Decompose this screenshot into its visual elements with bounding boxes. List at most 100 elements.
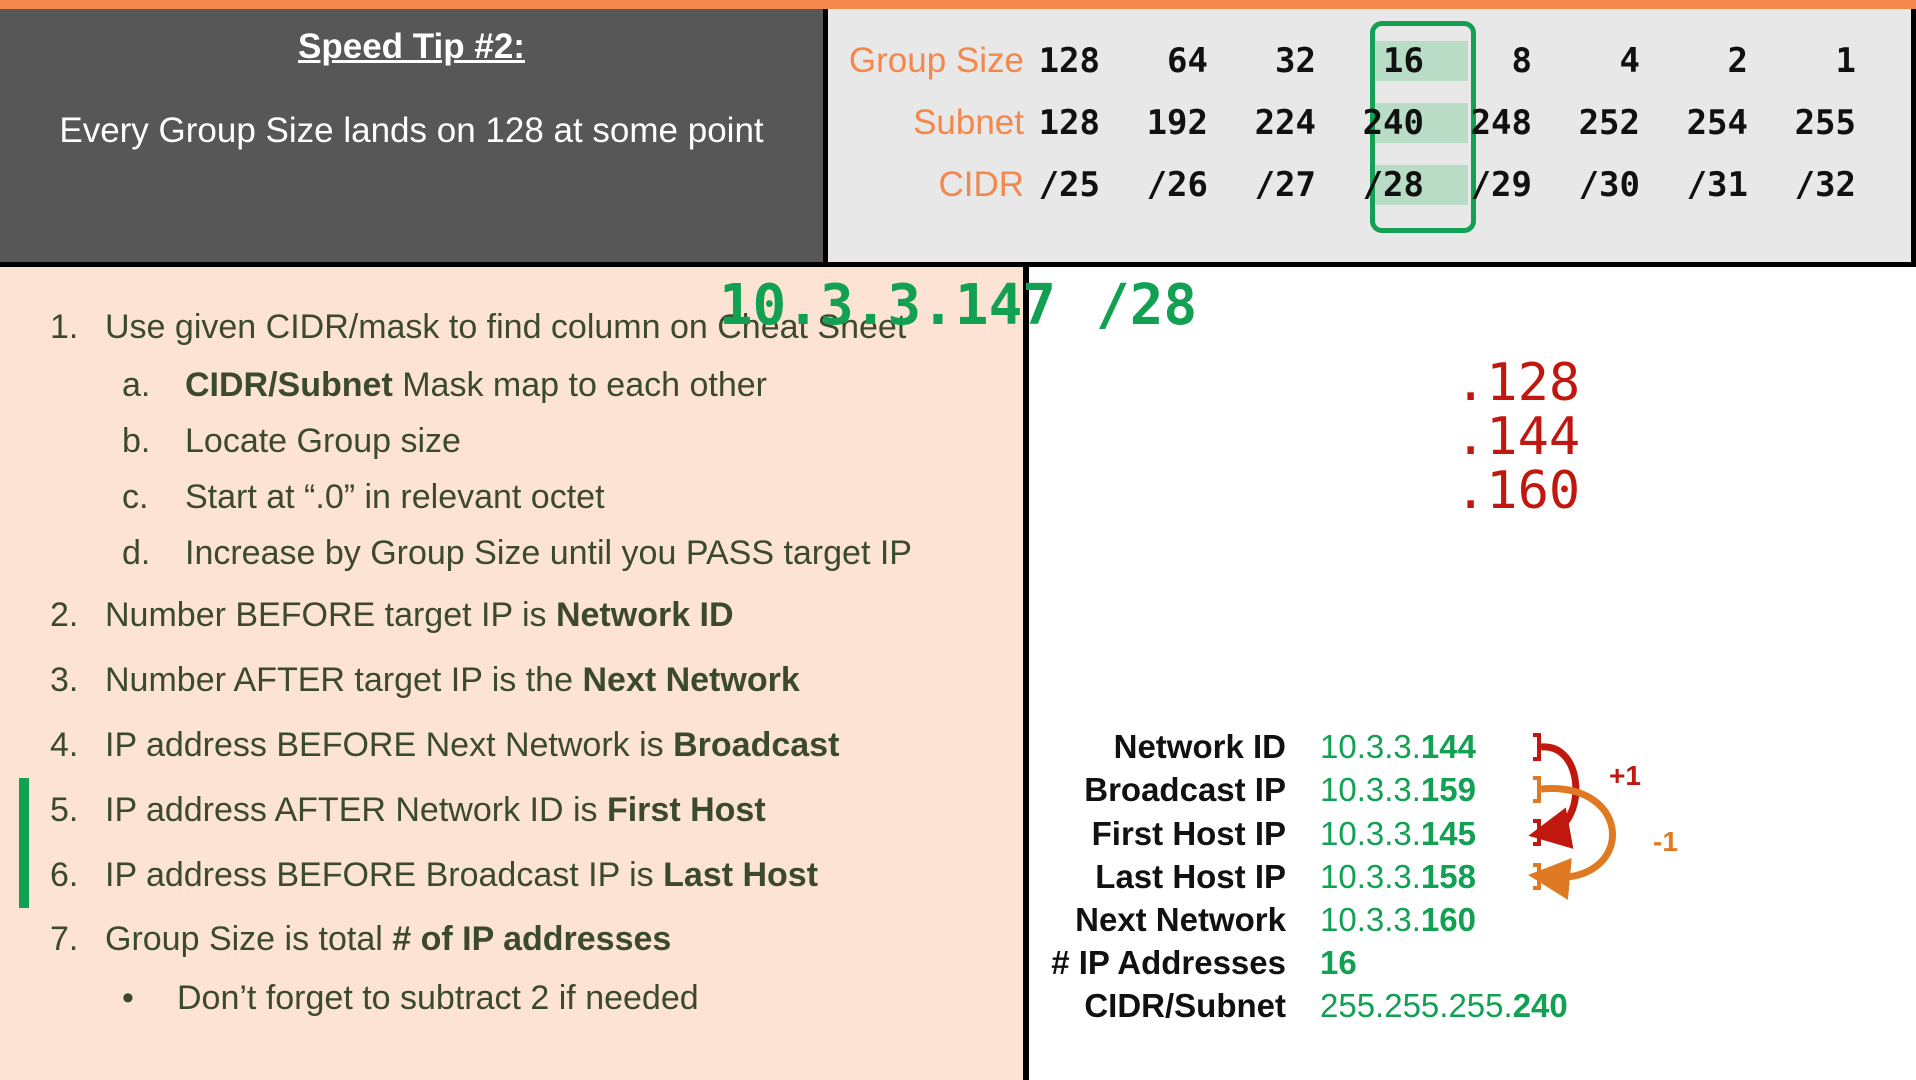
step-text: Increase by Group Size until you PASS ta…: [185, 534, 912, 573]
progress-bar: [0, 0, 1916, 9]
result-value: 10.3.3.144: [1320, 728, 1476, 766]
subnet-cell: 252: [1578, 103, 1640, 143]
result-value-suffix: 145: [1420, 815, 1476, 852]
cidr-cell: /27: [1254, 165, 1316, 205]
highlight-band-group-size: [1372, 41, 1468, 81]
step-text-bold: Last Host: [663, 856, 819, 894]
steps-panel: [0, 267, 1023, 1080]
bracket-marks: [1533, 733, 1541, 890]
subnet-cell: 224: [1254, 103, 1316, 143]
result-label: Last Host IP: [1095, 858, 1286, 895]
step-text-bold: # of IP addresses: [392, 920, 672, 958]
step-text-pre: IP address BEFORE Broadcast IP is: [105, 856, 664, 894]
example-panel: [1029, 267, 1916, 1080]
cheat-label-group-size: Group Size: [848, 41, 1024, 80]
step-number: 4.: [50, 726, 79, 764]
step-number: 7.: [50, 920, 79, 958]
result-label: Network ID: [1113, 728, 1286, 765]
subnet-cell: 128: [1038, 103, 1100, 143]
step-text-pre: Number AFTER target IP is the: [105, 661, 583, 699]
group-size-cell: 8: [1511, 41, 1532, 81]
step-text-pre: Increase by Group Size until you PASS ta…: [185, 534, 912, 572]
step-text-pre: Group Size is total: [105, 920, 393, 958]
result-value-suffix: 159: [1420, 771, 1476, 808]
result-label: Next Network: [1075, 901, 1286, 938]
step-number: 2.: [50, 596, 79, 634]
step-number: 3.: [50, 661, 79, 699]
target-ip-heading: 10.3.3.147/28: [0, 273, 1916, 338]
minus-one-label: -1: [1653, 826, 1678, 857]
result-value: 10.3.3.159: [1320, 771, 1476, 809]
speed-tip-title: Speed Tip #2:: [298, 27, 525, 66]
result-value: 10.3.3.158: [1320, 858, 1476, 896]
step-text: Group Size is total # of IP addresses: [105, 920, 671, 959]
increment-value: .160: [1455, 461, 1581, 521]
step-text: CIDR/Subnet Mask map to each other: [185, 366, 767, 405]
calculation-arrows: +1 -1: [1528, 733, 1678, 900]
result-value-suffix: 160: [1420, 901, 1476, 938]
plus-one-label: +1: [1609, 760, 1641, 791]
speed-tip-panel: Speed Tip #2: Every Group Size lands on …: [0, 9, 823, 262]
cidr-cell: /32: [1794, 165, 1856, 205]
result-label: Broadcast IP: [1084, 771, 1286, 808]
step-number: 5.: [50, 791, 79, 829]
step-text-pre: Number BEFORE target IP is: [105, 596, 556, 634]
step-text: IP address BEFORE Broadcast IP is Last H…: [105, 856, 818, 895]
step-text: IP address AFTER Network ID is First Hos…: [105, 791, 766, 830]
cheat-sheet-highlight-column: [1370, 21, 1476, 233]
target-ip: 10.3.3.147: [718, 273, 1056, 338]
minus-one-arrow: [1528, 785, 1616, 900]
step-text: Start at “.0” in relevant octet: [185, 478, 605, 517]
group-size-cell: 4: [1619, 41, 1640, 81]
step-text: Number BEFORE target IP is Network ID: [105, 596, 734, 635]
step-text-pre: Don’t forget to subtract 2 if needed: [177, 979, 699, 1017]
step-text-bold: CIDR/Subnet: [185, 366, 393, 404]
step-text-pre: Use given CIDR/mask to find column on Ch…: [105, 308, 907, 346]
increment-value: .144: [1455, 407, 1581, 467]
step-text-bold: Network ID: [555, 596, 734, 634]
step-text-pre: Locate Group size: [185, 422, 461, 460]
result-value: 16: [1320, 944, 1357, 982]
subnet-cell: 248: [1470, 103, 1532, 143]
step-text-bold: Broadcast: [673, 726, 840, 764]
target-cidr: /28: [1096, 273, 1198, 338]
result-value-suffix: 240: [1512, 987, 1568, 1024]
highlight-band-cidr: [1372, 165, 1468, 205]
result-label: # IP Addresses: [1051, 944, 1286, 981]
highlight-band-subnet: [1372, 103, 1468, 143]
cheat-label-subnet: Subnet: [913, 103, 1024, 142]
group-size-cell: 2: [1727, 41, 1748, 81]
group-size-cell: 64: [1167, 41, 1208, 81]
subnet-cell: 192: [1146, 103, 1208, 143]
step-number: •: [122, 979, 134, 1017]
result-value-suffix: 16: [1320, 944, 1357, 981]
result-value-suffix: 144: [1420, 728, 1476, 765]
result-value-prefix: 10.3.3.: [1320, 858, 1421, 895]
cidr-cell: /26: [1146, 165, 1208, 205]
result-value-prefix: 10.3.3.: [1320, 815, 1421, 852]
step-text-pre: IP address BEFORE Next Network is: [105, 726, 674, 764]
cheat-sheet-panel: [828, 9, 1911, 262]
step-text-pre: IP address AFTER Network ID is: [105, 791, 607, 829]
step-number: d.: [122, 534, 151, 572]
cheat-label-cidr: CIDR: [938, 165, 1024, 204]
step-text: Use given CIDR/mask to find column on Ch…: [105, 308, 906, 347]
step-text-post: Mask map to each other: [392, 366, 767, 404]
result-value-prefix: 255.255.255.: [1320, 987, 1513, 1024]
step-number: 6.: [50, 856, 79, 894]
step-text: IP address BEFORE Next Network is Broadc…: [105, 726, 839, 765]
step-text: Number AFTER target IP is the Next Netwo…: [105, 661, 800, 700]
increment-value: .128: [1455, 353, 1581, 413]
result-value: 10.3.3.160: [1320, 901, 1476, 939]
focus-indicator-bar: [19, 778, 29, 908]
step-text-bold: Next Network: [582, 661, 800, 699]
cidr-cell: /30: [1578, 165, 1640, 205]
step-number: c.: [122, 478, 149, 516]
step-text: Don’t forget to subtract 2 if needed: [177, 979, 699, 1018]
result-value-prefix: 10.3.3.: [1320, 728, 1421, 765]
result-label: First Host IP: [1091, 815, 1286, 852]
step-text-pre: Start at “.0” in relevant octet: [185, 478, 605, 516]
result-label: CIDR/Subnet: [1084, 987, 1286, 1024]
step-text-bold: First Host: [606, 791, 766, 829]
group-size-cell: 1: [1835, 41, 1856, 81]
